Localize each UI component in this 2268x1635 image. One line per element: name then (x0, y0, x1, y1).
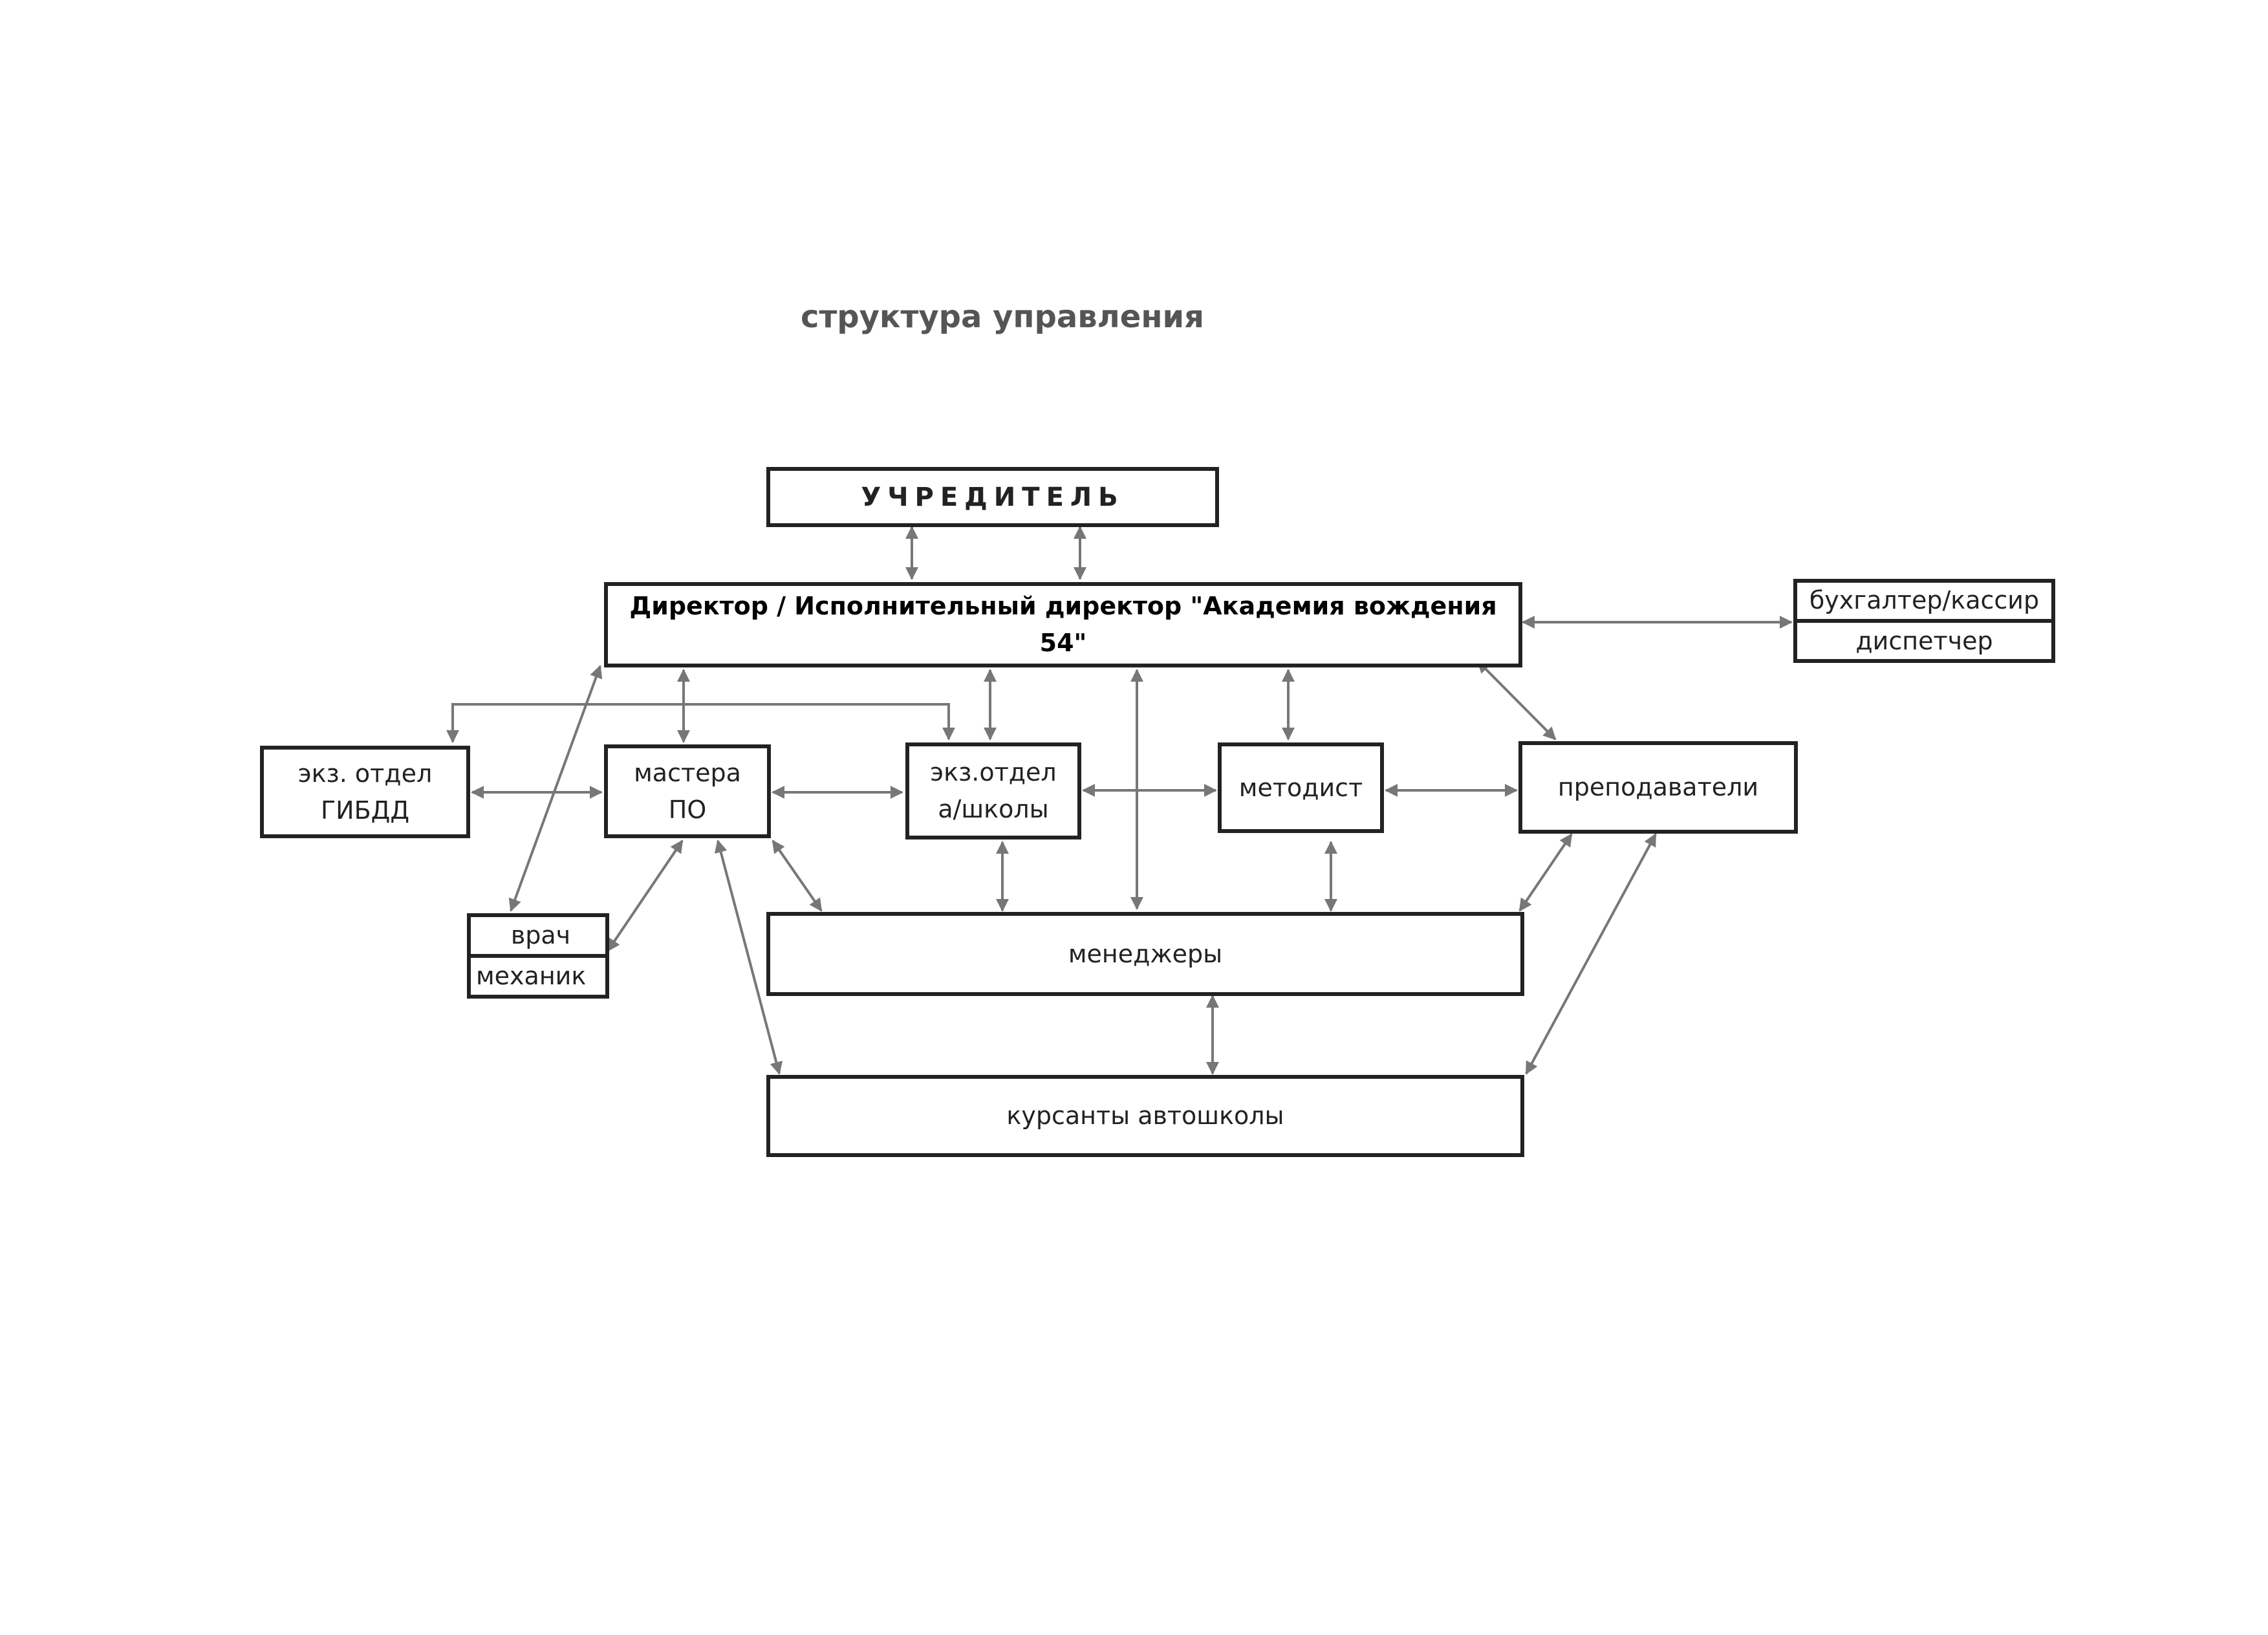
cadets-box: курсанты автошколы (766, 1075, 1524, 1157)
school-exam-label-2: а/школы (938, 795, 1049, 823)
teachers-box: преподаватели (1518, 741, 1798, 834)
doctor-mechanic-box: врач механик (467, 913, 609, 999)
accountant-cell: бухгалтер/кассир (1797, 582, 2051, 619)
masters-label-1: мастера (634, 758, 741, 787)
link-masters-managers (772, 839, 823, 912)
dispatcher-cell: диспетчер (1797, 619, 2051, 660)
link-director-doctor (508, 665, 603, 912)
teachers-label: преподаватели (1557, 773, 1759, 801)
link-director-teachers (1476, 660, 1557, 741)
link-teachers-cadets (1525, 833, 1657, 1075)
mechanic-label: механик (476, 962, 587, 990)
managers-box: менеджеры (766, 912, 1524, 996)
link-gibdd-school-exam (446, 703, 955, 743)
cadets-label: курсанты автошколы (1006, 1101, 1284, 1130)
masters-label-2: ПО (668, 795, 707, 824)
director-box: Директор / Исполнительный директор "Акад… (604, 582, 1522, 667)
diagram-title: структура управления (801, 299, 1204, 335)
accountant-dispatcher-box: бухгалтер/кассир диспетчер (1793, 579, 2055, 663)
link-teachers-managers (1518, 833, 1573, 912)
founder-box: УЧРЕДИТЕЛЬ (766, 467, 1219, 527)
methodist-label: методист (1238, 773, 1363, 802)
link-masters-mechanic (607, 839, 684, 952)
gibdd-exam-label-2: ГИБДД (320, 796, 410, 825)
accountant-label: бухгалтер/кассир (1809, 586, 2040, 614)
gibdd-exam-box: экз. отдел ГИБДД (260, 746, 470, 838)
masters-box: мастера ПО (604, 744, 771, 838)
mechanic-cell: механик (471, 954, 605, 995)
gibdd-exam-label-1: экз. отдел (297, 759, 433, 788)
dispatcher-label: диспетчер (1855, 627, 1993, 655)
director-label: Директор / Исполнительный директор "Акад… (629, 592, 1497, 657)
managers-label: менеджеры (1068, 939, 1223, 968)
doctor-cell: врач (471, 917, 605, 954)
founder-label: УЧРЕДИТЕЛЬ (861, 482, 1125, 512)
school-exam-box: экз.отдел а/школы (905, 742, 1081, 839)
doctor-label: врач (510, 921, 571, 949)
school-exam-label-1: экз.отдел (930, 758, 1057, 786)
methodist-box: методист (1218, 742, 1384, 833)
link-masters-cadets (714, 839, 783, 1075)
